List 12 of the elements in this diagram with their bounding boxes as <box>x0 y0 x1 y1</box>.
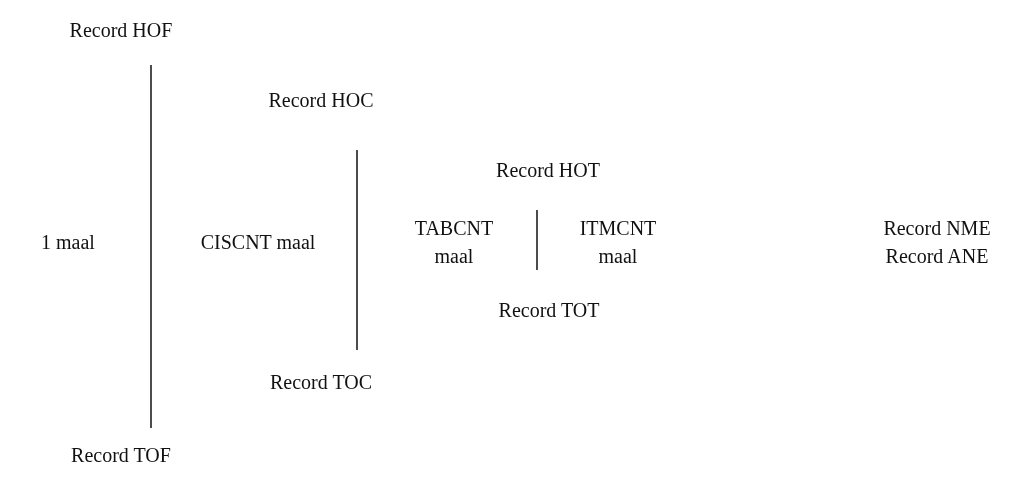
record-label: TABCNT maal <box>414 216 494 269</box>
record-label: Record HOT <box>496 158 600 183</box>
record-label: Record NME <box>883 216 991 241</box>
record-label: Record TOT <box>498 298 600 323</box>
record-label: 1 maal <box>41 230 95 255</box>
record-label: Record TOF <box>71 443 171 468</box>
record-label: CISCNT maal <box>200 230 316 255</box>
record-label: Record TOC <box>270 370 372 395</box>
record-label: Record ANE <box>885 244 989 269</box>
record-label: Record HOC <box>268 88 374 113</box>
record-label: Record HOF <box>69 18 173 43</box>
record-label: ITMCNT maal <box>578 216 658 269</box>
